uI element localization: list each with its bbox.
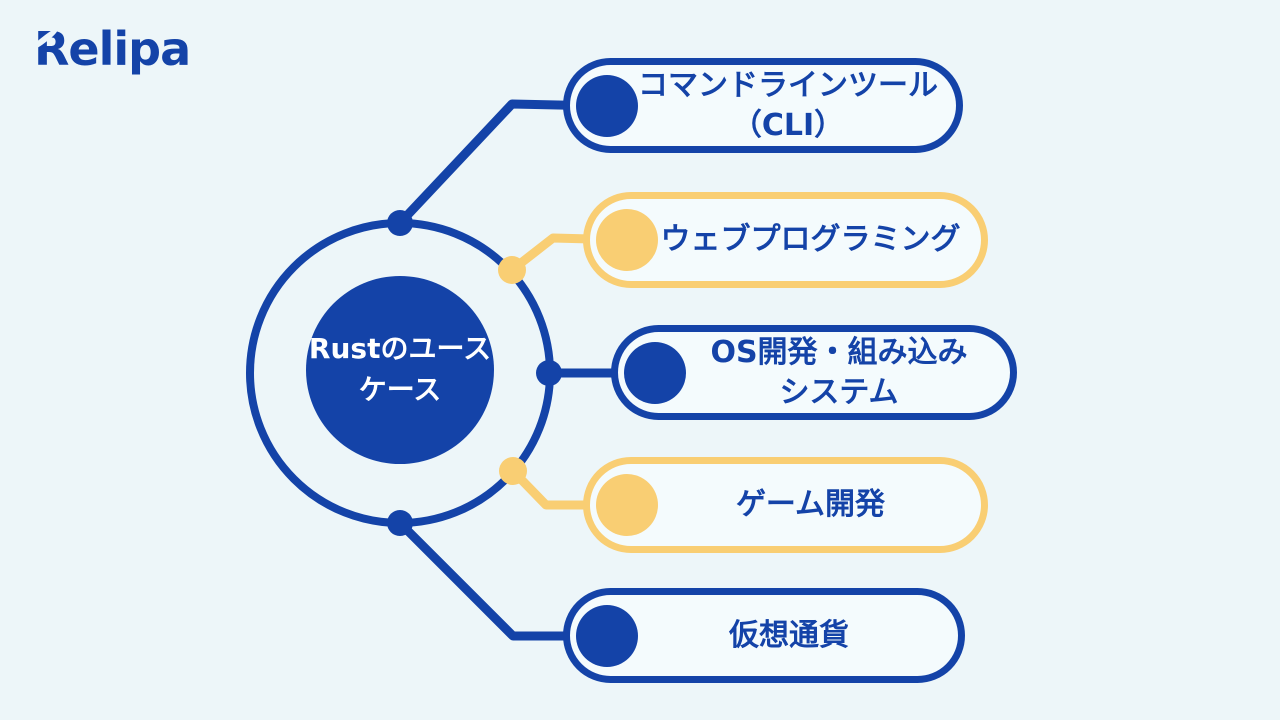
node-cli-label: コマンドラインツール （CLI） [638, 67, 938, 143]
relipa-logo: Relipa [34, 22, 191, 77]
node-os-label: OS開発・組み込み システム [710, 334, 968, 410]
node-crypto-label: 仮想通貨 [729, 617, 849, 653]
node-cli: コマンドラインツール （CLI） [563, 58, 963, 153]
relipa-logo-rest: elipa [68, 22, 191, 76]
node-web-bullet-icon [596, 209, 658, 271]
node-cli-bullet-icon [576, 74, 638, 137]
junction-dot-crypto [387, 510, 413, 536]
center-node-label-line1: Rustのユース [308, 332, 492, 366]
node-web-programming: ウェブプログラミング [583, 192, 988, 288]
node-game-label: ゲーム開発 [735, 487, 886, 523]
junction-dot-game [499, 457, 527, 485]
node-os-embedded: OS開発・組み込み システム [611, 325, 1017, 420]
junction-dot-cli [387, 210, 413, 236]
node-cryptocurrency: 仮想通貨 [563, 588, 965, 683]
relipa-logo-r: R [34, 22, 69, 76]
center-node-rust-use-cases: Rustのユース ケース [306, 276, 494, 464]
junction-dot-web [498, 256, 526, 284]
junction-dot-os [536, 360, 562, 386]
node-crypto-bullet-icon [576, 604, 638, 667]
node-web-label: ウェブプログラミング [660, 222, 961, 258]
node-game-dev: ゲーム開発 [583, 457, 988, 553]
node-game-bullet-icon [596, 474, 658, 536]
center-node-label-line2: ケース [358, 373, 442, 406]
node-os-bullet-icon [624, 341, 686, 404]
